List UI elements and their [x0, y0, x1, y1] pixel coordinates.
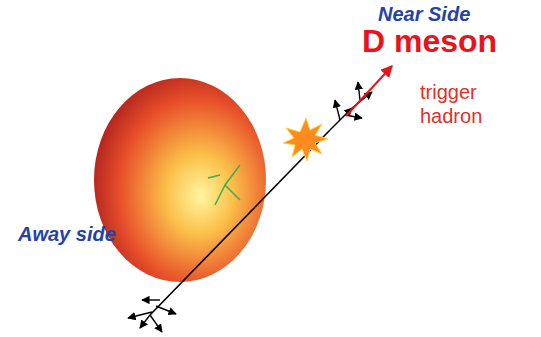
parton-line [150, 130, 330, 315]
gluon-radiation [208, 165, 240, 205]
side-label: Near Side [378, 2, 470, 26]
side-label: Away side [18, 222, 116, 246]
away-side-jet [128, 300, 176, 332]
particle-label: D meson [362, 22, 497, 60]
trigger-arrow [346, 66, 392, 116]
hard-scattering-star [283, 118, 328, 161]
trigger-label: trigger hadron [420, 80, 510, 128]
medium-ellipse [94, 78, 266, 282]
near-side-jet [330, 82, 372, 130]
